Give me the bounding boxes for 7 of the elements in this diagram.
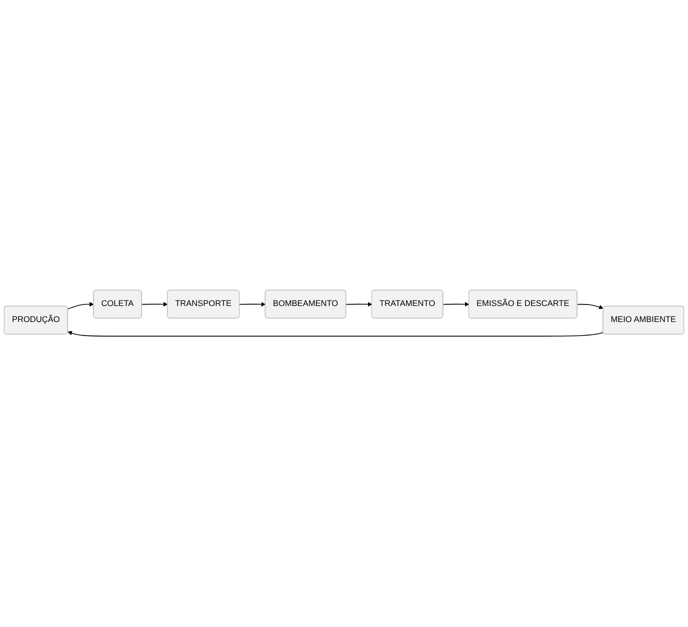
arrow [239,302,266,307]
arrow [442,302,470,307]
arrow [67,302,94,310]
arrow [346,302,372,307]
arrow [68,331,604,337]
arrow [141,302,168,307]
arrow [576,304,604,310]
